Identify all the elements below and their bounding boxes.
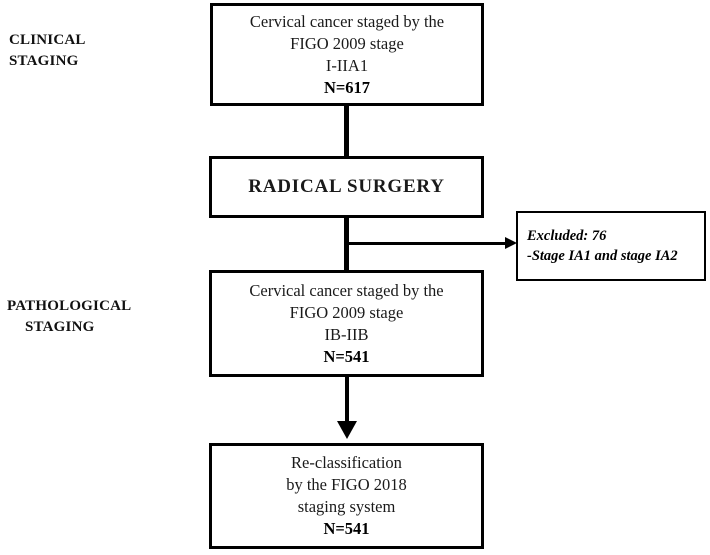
radical-surgery-label: RADICAL SURGERY (248, 176, 445, 197)
clinical-staging-label-line2: STAGING (9, 53, 79, 69)
connector-clinical-to-surgery (344, 104, 349, 158)
node-pathological-cohort: Cervical cancer staged by the FIGO 2009 … (209, 270, 484, 377)
arrowhead-down-icon (337, 421, 357, 439)
pathological-cohort-count: N=541 (323, 346, 370, 366)
pathological-staging-label-line1: PATHOLOGICAL (7, 298, 132, 314)
pathological-cohort-line2: FIGO 2009 stage (289, 302, 404, 322)
clinical-cohort-line1: Cervical cancer staged by the (249, 11, 445, 31)
connector-pathological-to-reclassification (345, 377, 349, 425)
node-reclassification: Re-classification by the FIGO 2018 stagi… (209, 443, 484, 549)
node-clinical-cohort: Cervical cancer staged by the FIGO 2009 … (210, 3, 484, 106)
arrowhead-right-icon (505, 237, 517, 249)
connector-surgery-to-pathological (344, 216, 349, 272)
reclassification-line2: by the FIGO 2018 (286, 475, 407, 494)
connector-surgery-to-excluded (347, 242, 512, 245)
node-radical-surgery: RADICAL SURGERY (209, 156, 484, 218)
reclassification-count: N=541 (323, 519, 370, 538)
reclassification-line1: Re-classification (291, 453, 402, 472)
excluded-line2: -Stage IA1 and stage IA2 (527, 248, 678, 264)
pathological-staging-label: PATHOLOGICAL STAGING (7, 275, 131, 359)
clinical-cohort-line2: FIGO 2009 stage (290, 33, 404, 53)
clinical-cohort-line3: I-IIA1 (325, 55, 369, 75)
node-excluded: Excluded: 76 -Stage IA1 and stage IA2 (516, 211, 706, 281)
clinical-cohort-count: N=617 (323, 77, 371, 97)
excluded-line1: Excluded: 76 (527, 228, 607, 244)
reclassification-line3: staging system (297, 497, 396, 516)
pathological-staging-label-line2: STAGING (25, 319, 95, 335)
pathological-cohort-line1: Cervical cancer staged by the (249, 280, 444, 300)
pathological-cohort-line3: IB-IIB (324, 324, 369, 344)
clinical-staging-label: CLINICAL STAGING (9, 9, 86, 93)
clinical-staging-label-line1: CLINICAL (9, 32, 86, 48)
